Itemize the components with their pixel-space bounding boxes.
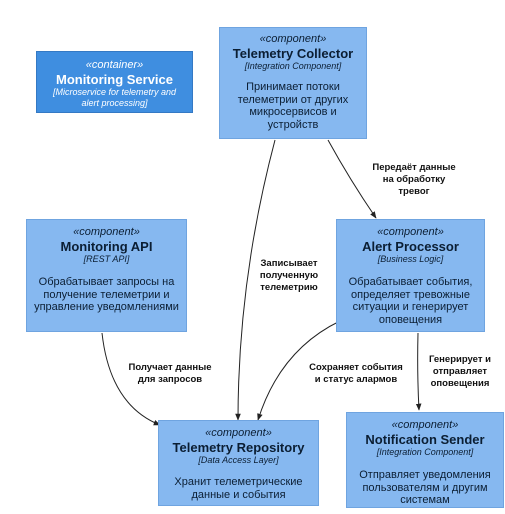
node-description: Отправляет уведомления пользователям и д… (359, 469, 491, 506)
edge-alert-to-repo (257, 320, 341, 421)
stereotype-label: «component» (391, 419, 459, 431)
edge-label-collector-to-alert: Передаёт данные на обработку тревог (372, 162, 456, 197)
node-description: Обрабатывает события, определяет тревожн… (348, 276, 473, 326)
stereotype-label: «component» (259, 33, 327, 45)
notification-sender-component: «component» Notification Sender [Integra… (346, 412, 504, 508)
edge-label-alert-to-notification: Генерирует и отправляет оповещения (429, 354, 491, 389)
alert-processor-component: «component» Alert Processor [Business Lo… (336, 219, 485, 332)
edge-label-alert-to-repo: Сохраняет события и статус алармов (309, 362, 403, 385)
node-title: Monitoring API (60, 239, 153, 254)
edge-label-collector-to-repo: Записывает полученную телеметрию (259, 258, 319, 293)
technology-label: [Integration Component] (244, 61, 342, 71)
edge-collector-to-repo (235, 139, 276, 421)
technology-label: [REST API] (83, 254, 130, 264)
node-description: Обрабатывает запросы на получение телеме… (34, 276, 179, 313)
node-title: Telemetry Repository (172, 440, 305, 455)
node-title: Notification Sender (365, 432, 485, 447)
monitoring-api-component: «component» Monitoring API [REST API] Об… (26, 219, 187, 332)
node-description: Принимает потоки телеметрии от других ми… (237, 81, 349, 131)
technology-label: [Microservice for telemetry and alert pr… (52, 87, 177, 108)
edge-api-to-repo (101, 332, 161, 426)
stereotype-label: «component» (73, 226, 140, 238)
node-title: Telemetry Collector (232, 46, 354, 61)
technology-label: [Integration Component] (376, 447, 474, 457)
node-title: Alert Processor (362, 239, 459, 254)
edge-collector-to-alert (327, 139, 377, 219)
technology-label: [Data Access Layer] (198, 455, 279, 465)
telemetry-repository-component: «component» Telemetry Repository [Data A… (158, 420, 319, 506)
stereotype-label: «container» (85, 59, 144, 71)
telemetry-collector-component: «component» Telemetry Collector [Integra… (219, 27, 367, 139)
edge-label-api-to-repo: Получает данные для запросов (128, 362, 212, 385)
technology-label: [Business Logic] (377, 254, 444, 264)
stereotype-label: «component» (377, 226, 444, 238)
stereotype-label: «component» (205, 427, 272, 439)
node-description: Хранит телеметрические данные и события (174, 476, 303, 501)
node-title: Monitoring Service (55, 72, 174, 87)
edge-alert-to-notification (415, 332, 422, 411)
monitoring-service-container: «container» Monitoring Service [Microser… (36, 51, 193, 113)
